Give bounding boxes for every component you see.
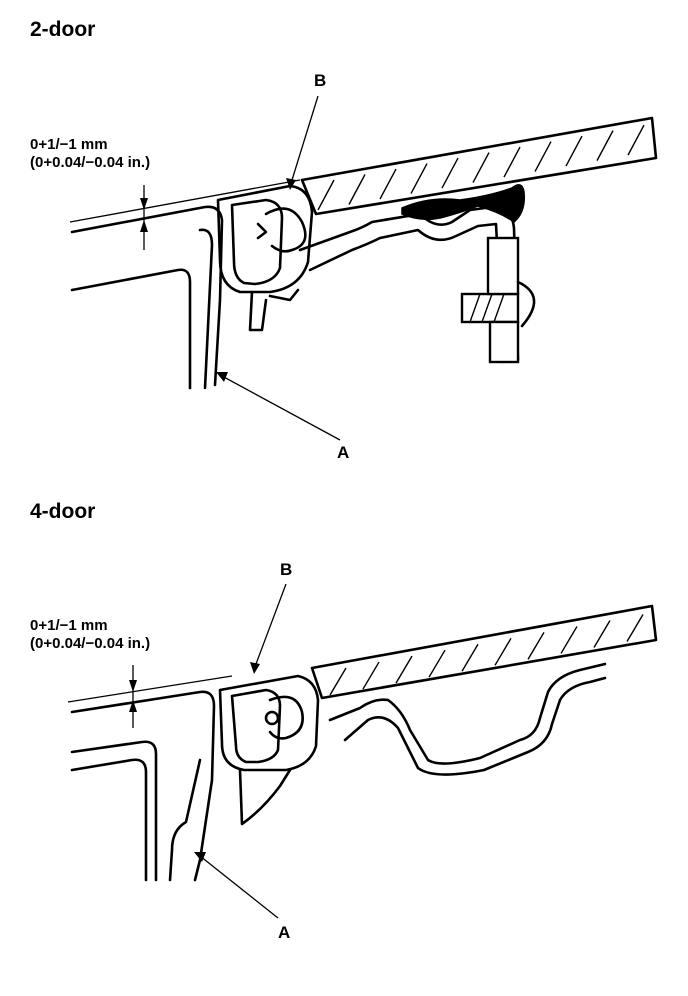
hatch-line: [527, 632, 545, 660]
pillar-inner-flange: [198, 228, 214, 390]
hatch-line: [379, 168, 397, 200]
hatch-line: [329, 667, 347, 696]
label-a: A: [337, 443, 349, 462]
hatch-line: [560, 626, 578, 654]
panel-title: 4-door: [30, 500, 95, 523]
pillar-inner-skin: [70, 268, 192, 390]
hatch-line: [534, 141, 552, 172]
pillar-inner-skin: [70, 740, 158, 882]
dimension-mm-label: 0+1/−1 mm: [30, 617, 108, 634]
roof-inner-panel: [298, 204, 520, 362]
hatch-line: [494, 637, 512, 666]
hatch-line: [565, 135, 583, 167]
dimension-inch-label: (0+0.04/−0.04 in.): [30, 635, 150, 652]
roof-panel: [310, 604, 658, 700]
roof-hatching: [329, 614, 644, 696]
hatch-line: [410, 163, 428, 194]
label-a: A: [278, 923, 290, 942]
hatch-line: [317, 179, 335, 211]
glass-edge-line: [67, 675, 233, 703]
hatch-line: [627, 124, 645, 156]
hatch-line: [441, 157, 459, 189]
leader-a: [199, 855, 279, 919]
pillar-inner-flange: [70, 758, 148, 882]
gap-dimension: [129, 665, 137, 728]
hatch-line: [503, 146, 521, 178]
molding-b: [216, 184, 314, 332]
panel-4-door: 4-door 0+1/−1 mm (0+0: [30, 500, 658, 942]
sealer-bead: [401, 184, 526, 223]
bolt-and-nut: [460, 236, 536, 364]
hatch-line: [626, 614, 644, 642]
label-b: B: [314, 71, 326, 90]
hatch-line: [348, 174, 366, 205]
label-b: B: [280, 560, 292, 579]
hatch-line: [461, 643, 479, 672]
hatch-line: [395, 655, 413, 684]
roof-inner-panel-lower: [308, 222, 504, 364]
glass-edge-line: [69, 179, 301, 223]
hatch-line: [596, 130, 614, 161]
roof-inner-panel: [328, 662, 607, 765]
pillar-outer-skin: [70, 205, 224, 387]
leader-b: [255, 583, 287, 665]
leader-a: [221, 375, 341, 441]
panel-title: 2-door: [30, 18, 95, 41]
gap-dimension: [140, 185, 148, 250]
hatch-line: [593, 620, 611, 648]
molding-b: [218, 674, 320, 826]
panel-2-door: 2-door: [30, 18, 658, 462]
pillar-joint: [168, 758, 202, 882]
roof-hatching: [317, 124, 645, 211]
hatch-line: [428, 649, 446, 678]
leader-b: [291, 95, 319, 181]
dimension-mm-label: 0+1/−1 mm: [30, 136, 108, 153]
dimension-inch-label: (0+0.04/−0.04 in.): [30, 154, 150, 171]
hatch-line: [472, 152, 490, 183]
roof-inner-panel-lower: [343, 676, 607, 776]
hatch-line: [362, 661, 380, 690]
pillar-outer-skin: [70, 690, 216, 882]
